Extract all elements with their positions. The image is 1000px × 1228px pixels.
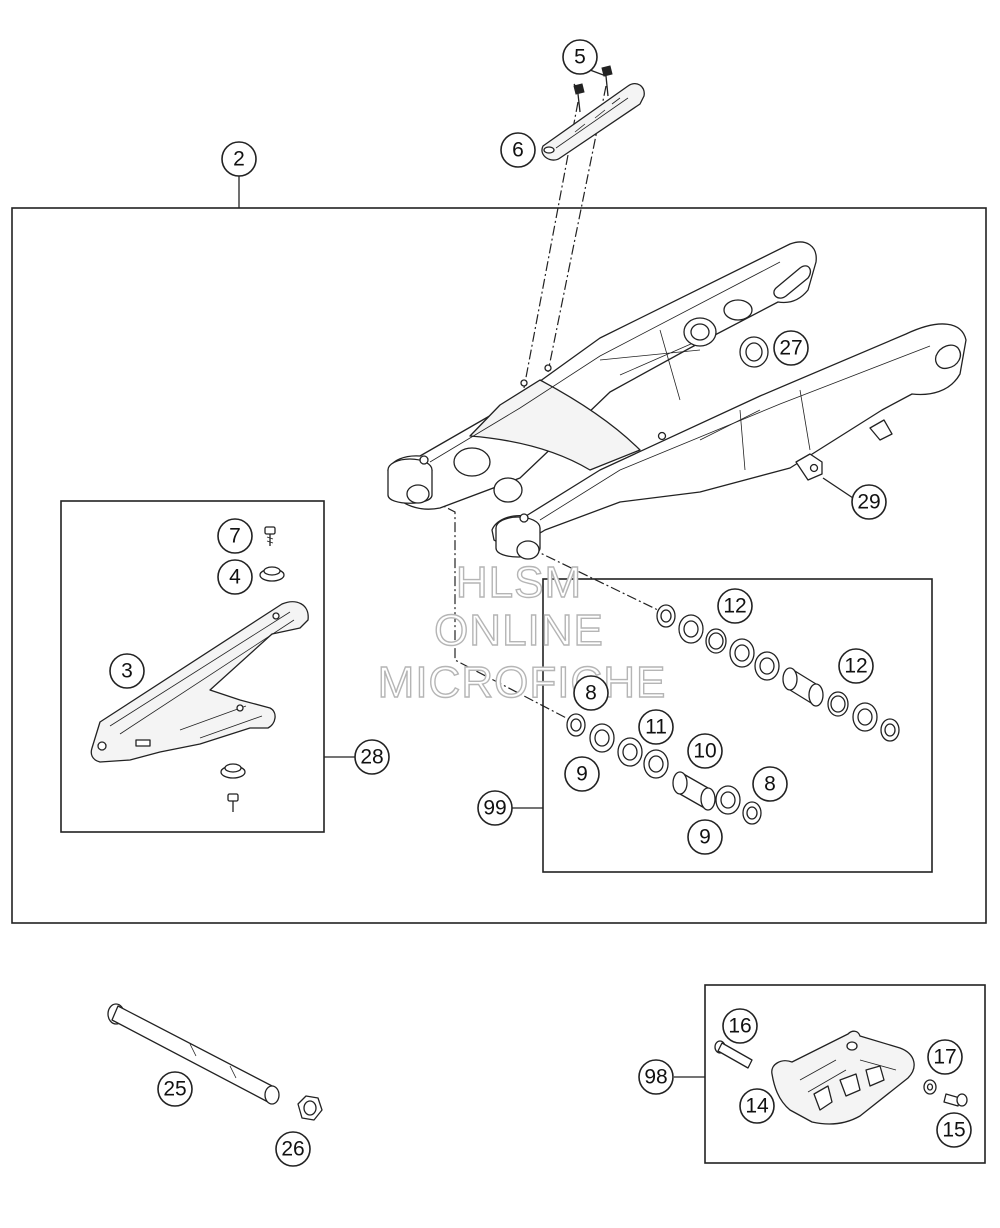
- callout-2-label: 2: [233, 148, 245, 171]
- callout-9-right[interactable]: 9: [687, 819, 723, 855]
- callout-29-label: 29: [857, 491, 880, 514]
- callout-11-label: 11: [645, 716, 667, 739]
- callout-27[interactable]: 27: [773, 330, 809, 366]
- callout-28-label: 28: [360, 746, 383, 769]
- callout-6[interactable]: 6: [500, 132, 536, 168]
- washer-4-part: [259, 566, 285, 582]
- callout-12-upper[interactable]: 12: [717, 588, 753, 624]
- chain-guide-14-part: [771, 1030, 915, 1125]
- callout-2[interactable]: 2: [221, 141, 257, 177]
- callout-98-label: 98: [644, 1066, 667, 1089]
- swingarm-axle-25-part: [107, 1003, 280, 1105]
- callout-9-left-label: 9: [576, 763, 588, 786]
- callout-8-right[interactable]: 8: [752, 766, 788, 802]
- callout-4-label: 4: [229, 566, 241, 589]
- callout-6-label: 6: [512, 139, 524, 162]
- callout-5[interactable]: 5: [562, 39, 598, 75]
- callout-25-label: 25: [163, 1078, 186, 1101]
- washer-17-part: [923, 1079, 937, 1095]
- callout-11[interactable]: 11: [638, 709, 674, 745]
- callout-28[interactable]: 28: [354, 739, 390, 775]
- callout-17-label: 17: [933, 1046, 956, 1069]
- callout-14-label: 14: [745, 1095, 769, 1118]
- watermark-line-2: ONLINE: [434, 606, 604, 655]
- callout-10[interactable]: 10: [687, 733, 723, 769]
- bearing-row-lower: [566, 713, 762, 825]
- callout-16-label: 16: [728, 1015, 751, 1038]
- swingarm-assembly-frame: [11, 207, 987, 924]
- callout-4[interactable]: 4: [217, 559, 253, 595]
- callout-7[interactable]: 7: [217, 518, 253, 554]
- bearing-kit-frame: [542, 578, 933, 873]
- lower-screw-part: [227, 793, 239, 812]
- chain-slider-3-part: [90, 601, 309, 763]
- callout-26-label: 26: [281, 1138, 304, 1161]
- callout-17[interactable]: 17: [927, 1039, 963, 1075]
- callout-7-label: 7: [229, 525, 241, 548]
- screw-7-part: [264, 526, 276, 546]
- callout-3-label: 3: [121, 660, 133, 683]
- callout-12-right[interactable]: 12: [838, 648, 874, 684]
- callout-8-left-label: 8: [585, 682, 597, 705]
- callout-8-right-label: 8: [764, 773, 776, 796]
- watermark-line-3: MICROFICHE: [378, 658, 667, 707]
- upper-chain-slider-part: [541, 82, 645, 161]
- callout-16[interactable]: 16: [722, 1008, 758, 1044]
- callout-99-label: 99: [483, 797, 506, 820]
- grommet-27-part: [739, 336, 769, 368]
- swingarm-part: [387, 241, 967, 560]
- callout-98[interactable]: 98: [638, 1059, 674, 1095]
- callout-3[interactable]: 3: [109, 653, 145, 689]
- callout-99[interactable]: 99: [477, 790, 513, 826]
- callout-9-left[interactable]: 9: [564, 756, 600, 792]
- callout-27-label: 27: [779, 337, 802, 360]
- callout-15-label: 15: [942, 1119, 965, 1142]
- callout-5-label: 5: [574, 46, 586, 69]
- axle-nut-26-part: [297, 1095, 323, 1121]
- bolt-16-part: [714, 1040, 753, 1069]
- callout-15[interactable]: 15: [936, 1112, 972, 1148]
- callout-12-right-label: 12: [844, 655, 867, 678]
- callout-14[interactable]: 14: [739, 1088, 775, 1124]
- callout-9-right-label: 9: [699, 826, 711, 849]
- watermark: HLSM ONLINE MICROFICHE: [377, 557, 667, 707]
- chain-slider-kit-frame: [60, 500, 325, 833]
- screw-5-parts: [573, 65, 613, 113]
- callout-25[interactable]: 25: [157, 1071, 193, 1107]
- callout-26[interactable]: 26: [275, 1131, 311, 1167]
- callout-10-label: 10: [693, 740, 716, 763]
- callout-12-upper-label: 12: [723, 595, 746, 618]
- watermark-line-1: HLSM: [456, 558, 582, 607]
- screw-15-part: [943, 1093, 968, 1107]
- bearing-row-upper: [656, 604, 900, 742]
- chain-guide-kit-frame: [704, 984, 986, 1164]
- callout-29[interactable]: 29: [851, 484, 887, 520]
- lower-washer-part: [220, 763, 246, 779]
- callout-8-left[interactable]: 8: [573, 675, 609, 711]
